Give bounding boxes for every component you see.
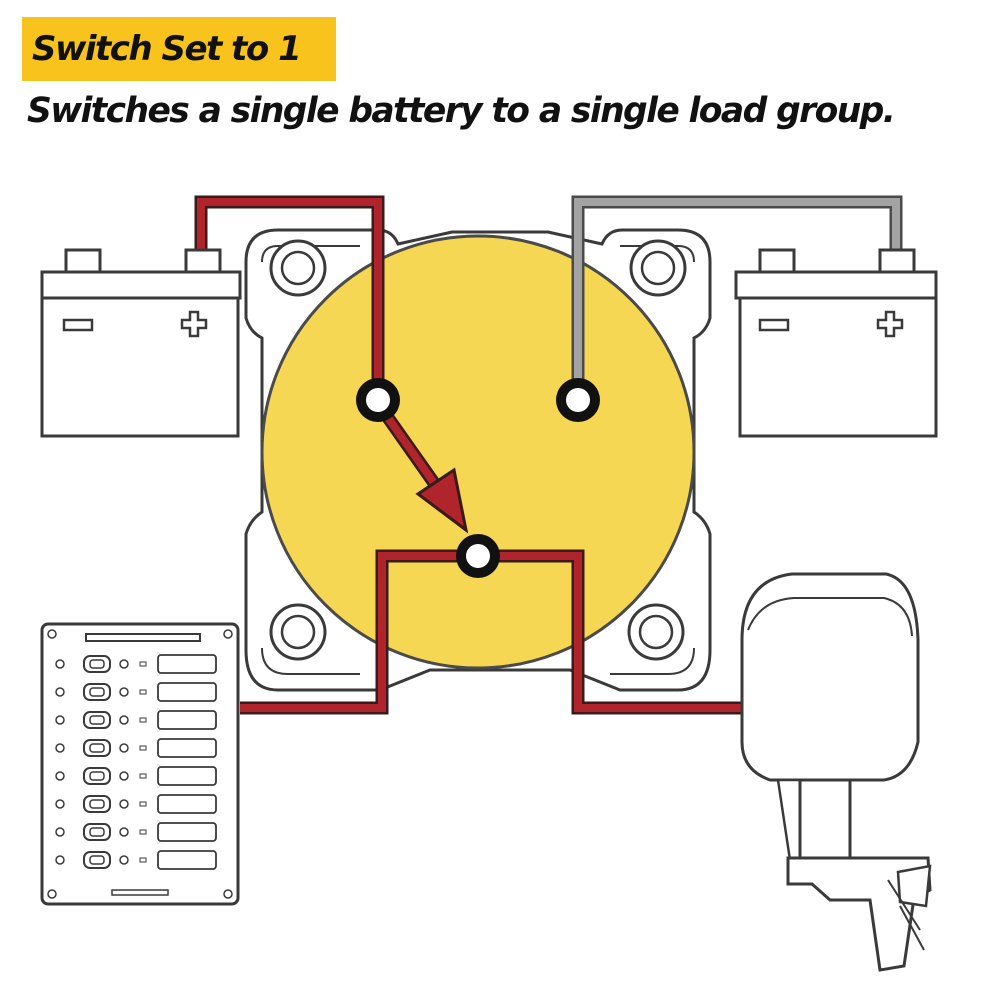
breaker-row <box>55 794 217 814</box>
mount-hole-top-right <box>629 239 687 297</box>
breaker-label-slot <box>157 794 217 814</box>
switch-arrow <box>378 408 469 534</box>
mount-hole-bottom-left <box>269 603 327 661</box>
terminal-battery-2 <box>556 378 600 422</box>
mount-hole-bottom-right <box>627 603 685 661</box>
battery-left-icon <box>40 248 242 438</box>
breaker-row <box>55 710 217 730</box>
switch-terminals <box>356 378 600 578</box>
motor-propeller <box>896 864 932 908</box>
breaker-row <box>55 850 217 870</box>
motor-shaft <box>798 778 852 860</box>
breaker-label-slot <box>157 682 217 702</box>
breaker-row <box>55 822 217 842</box>
switch-face <box>260 234 696 670</box>
breaker-label-slot <box>157 738 217 758</box>
breaker-label-slot <box>157 654 217 674</box>
outboard-motor-icon <box>740 572 932 972</box>
switch-setting-badge: Switch Set to 1 <box>22 17 336 81</box>
breaker-label-slot <box>157 822 217 842</box>
terminal-common <box>456 534 500 578</box>
breaker-row <box>55 682 217 702</box>
breaker-row <box>55 654 217 674</box>
breaker-panel-icon <box>40 622 240 906</box>
breaker-label-slot <box>157 850 217 870</box>
switch-setting-label: Switch Set to 1 <box>32 29 302 69</box>
breaker-label-slot <box>157 710 217 730</box>
battery-switch-icon <box>244 228 712 692</box>
wires <box>194 195 903 715</box>
terminal-battery-1 <box>356 378 400 422</box>
breaker-row <box>55 766 217 786</box>
breaker-row <box>55 738 217 758</box>
motor-cowling <box>740 572 920 782</box>
diagram-subtitle: Switches a single battery to a single lo… <box>27 91 896 131</box>
battery-right-icon <box>734 248 938 438</box>
mount-hole-top-left <box>269 239 327 297</box>
breaker-label-slot <box>157 766 217 786</box>
